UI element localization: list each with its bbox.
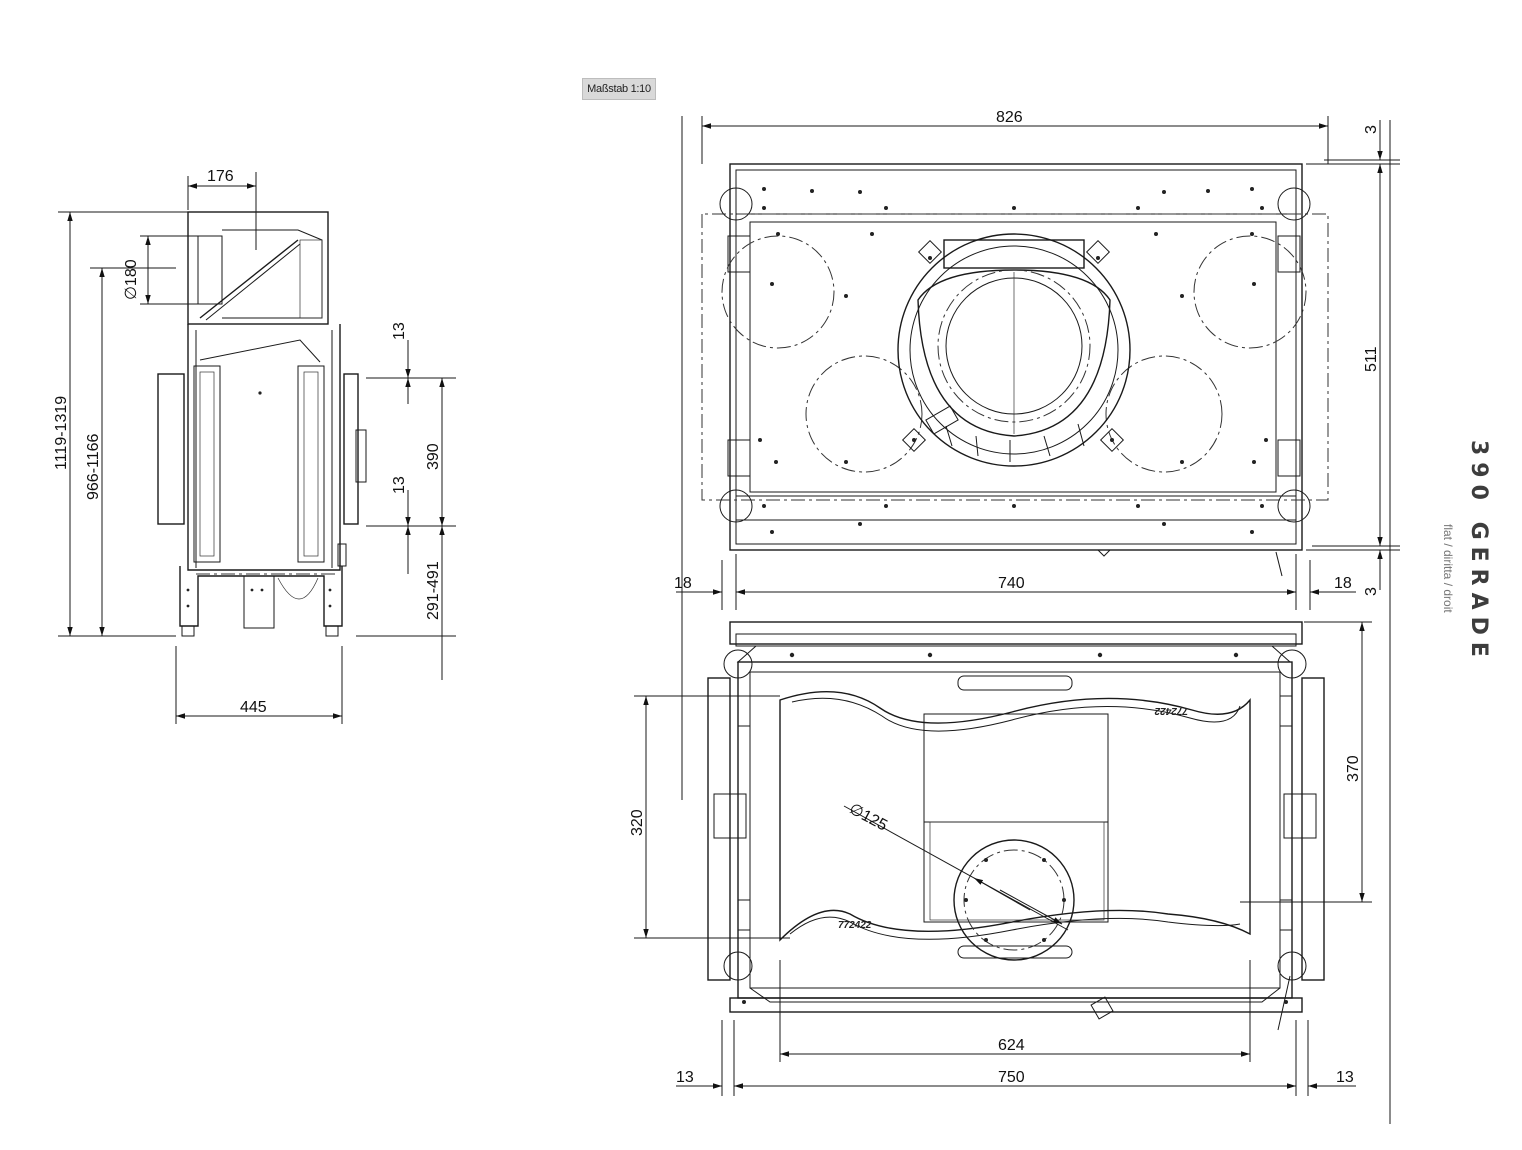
dim-side-base-height: 291-491 bbox=[425, 561, 442, 620]
dim-side-frame-top: 13 bbox=[391, 322, 408, 340]
dim-front-connector-diameter: ∅125 bbox=[846, 801, 890, 835]
dim-plan-depth: 511 bbox=[1363, 346, 1380, 372]
part-number-label-upper: 772422 bbox=[1154, 705, 1188, 716]
dim-front-outer-depth: 370 bbox=[1345, 755, 1362, 782]
plan-view bbox=[676, 116, 1400, 1124]
product-title: 390 GERADE bbox=[1466, 440, 1491, 664]
dim-side-flue-diameter: ∅180 bbox=[123, 259, 140, 300]
dim-side-total-height: 1119-1319 bbox=[53, 396, 70, 470]
scale-badge: Maßstab 1:10 bbox=[582, 78, 656, 100]
dim-front-frame-width: 750 bbox=[998, 1069, 1025, 1086]
dim-front-inner-depth: 320 bbox=[629, 809, 646, 836]
dim-front-left-margin: 13 bbox=[676, 1069, 694, 1086]
dim-plan-top-offset: 3 bbox=[1363, 125, 1380, 134]
dim-plan-left-margin: 18 bbox=[674, 575, 692, 592]
dim-plan-inner-width: 740 bbox=[998, 575, 1025, 592]
dim-side-flue-height: 966-1166 bbox=[85, 433, 102, 500]
dim-front-right-margin: 13 bbox=[1336, 1069, 1354, 1086]
dim-plan-overall-width: 826 bbox=[996, 109, 1023, 126]
product-subtitle: flat / diritta / droit bbox=[1441, 524, 1455, 613]
plan-screw-dots bbox=[758, 187, 1268, 534]
dim-plan-bottom-offset: 3 bbox=[1363, 587, 1380, 596]
dim-side-depth: 445 bbox=[240, 699, 267, 716]
dim-side-top-width: 176 bbox=[207, 168, 234, 185]
part-number-label: 772422 bbox=[838, 920, 872, 931]
dim-side-frame-bottom: 13 bbox=[391, 476, 408, 494]
side-view bbox=[58, 172, 456, 724]
front-view bbox=[634, 621, 1372, 1096]
dim-side-opening-height: 390 bbox=[425, 443, 442, 470]
dim-front-firebox-width: 624 bbox=[998, 1037, 1025, 1054]
dimension-labels: 176 ∅180 1119-1319 966-1166 13 390 13 29… bbox=[53, 109, 1380, 1086]
dim-plan-right-margin: 18 bbox=[1334, 575, 1352, 592]
